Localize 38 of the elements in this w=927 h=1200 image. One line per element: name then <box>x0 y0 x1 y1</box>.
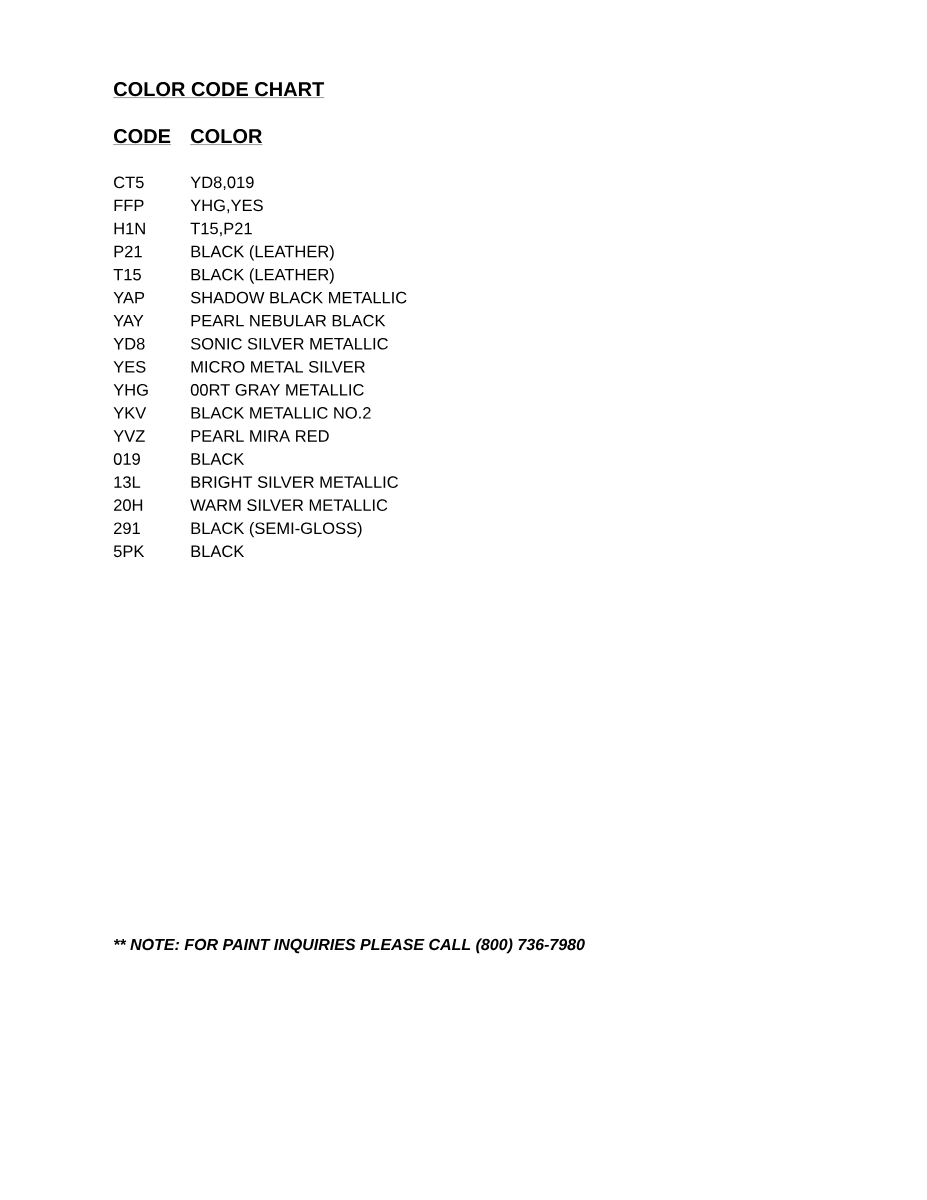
table-cell: BLACK (SEMI-GLOSS) <box>191 521 362 538</box>
table-cell: SONIC SILVER METALLIC <box>190 337 388 350</box>
table-cell: YHG,YES <box>190 199 263 214</box>
column-header: COLOR <box>190 129 263 145</box>
table-cell: T15 <box>113 268 141 281</box>
table-cell: YD8 <box>113 337 145 350</box>
note-text: ** NOTE: FOR PAINT INQUIRIES PLEASE CALL (800) 736-7980 <box>113 938 585 954</box>
table-cell: PEARL NEBULAR BLACK <box>191 314 386 327</box>
table-cell: BLACK <box>191 545 245 558</box>
table-cell: H1N <box>114 222 145 235</box>
table-cell: T15,P21 <box>190 222 252 237</box>
table-cell: SHADOW BLACK METALLIC <box>190 291 407 304</box>
table-cell: PEARL MIRA RED <box>191 430 329 442</box>
table-cell: 20H <box>114 499 143 511</box>
table-cell: BLACK METALLIC NO.2 <box>191 407 371 419</box>
table-cell: YES <box>113 360 146 373</box>
table-cell: YAP <box>113 291 145 304</box>
table-cell: YKV <box>113 407 147 419</box>
table-cell: YAY <box>113 315 144 327</box>
chart-title: COLOR CODE CHART <box>113 82 325 98</box>
table-cell: MICRO METAL SILVER <box>191 360 365 373</box>
table-cell: WARM SILVER METALLIC <box>190 499 388 511</box>
table-cell: CT5 <box>114 176 144 189</box>
table-cell: FFP <box>114 199 144 212</box>
table-cell: BRIGHT SILVER METALLIC <box>191 476 398 488</box>
table-cell: BLACK (LEATHER) <box>191 268 334 284</box>
table-cell: 291 <box>114 522 140 535</box>
table-cell: P21 <box>114 245 142 258</box>
table-cell: 00RT GRAY METALLIC <box>190 384 364 396</box>
table-cell: BLACK (LEATHER) <box>191 245 334 261</box>
column-header: CODE <box>113 129 172 145</box>
table-cell: 019 <box>113 453 140 465</box>
table-cell: 13L <box>114 476 141 488</box>
table-cell: YHG <box>113 384 148 396</box>
table-cell: 5PK <box>113 545 145 558</box>
table-cell: YVZ <box>113 430 145 442</box>
table-cell: BLACK <box>191 453 245 465</box>
table-cell: YD8,019 <box>190 176 254 191</box>
